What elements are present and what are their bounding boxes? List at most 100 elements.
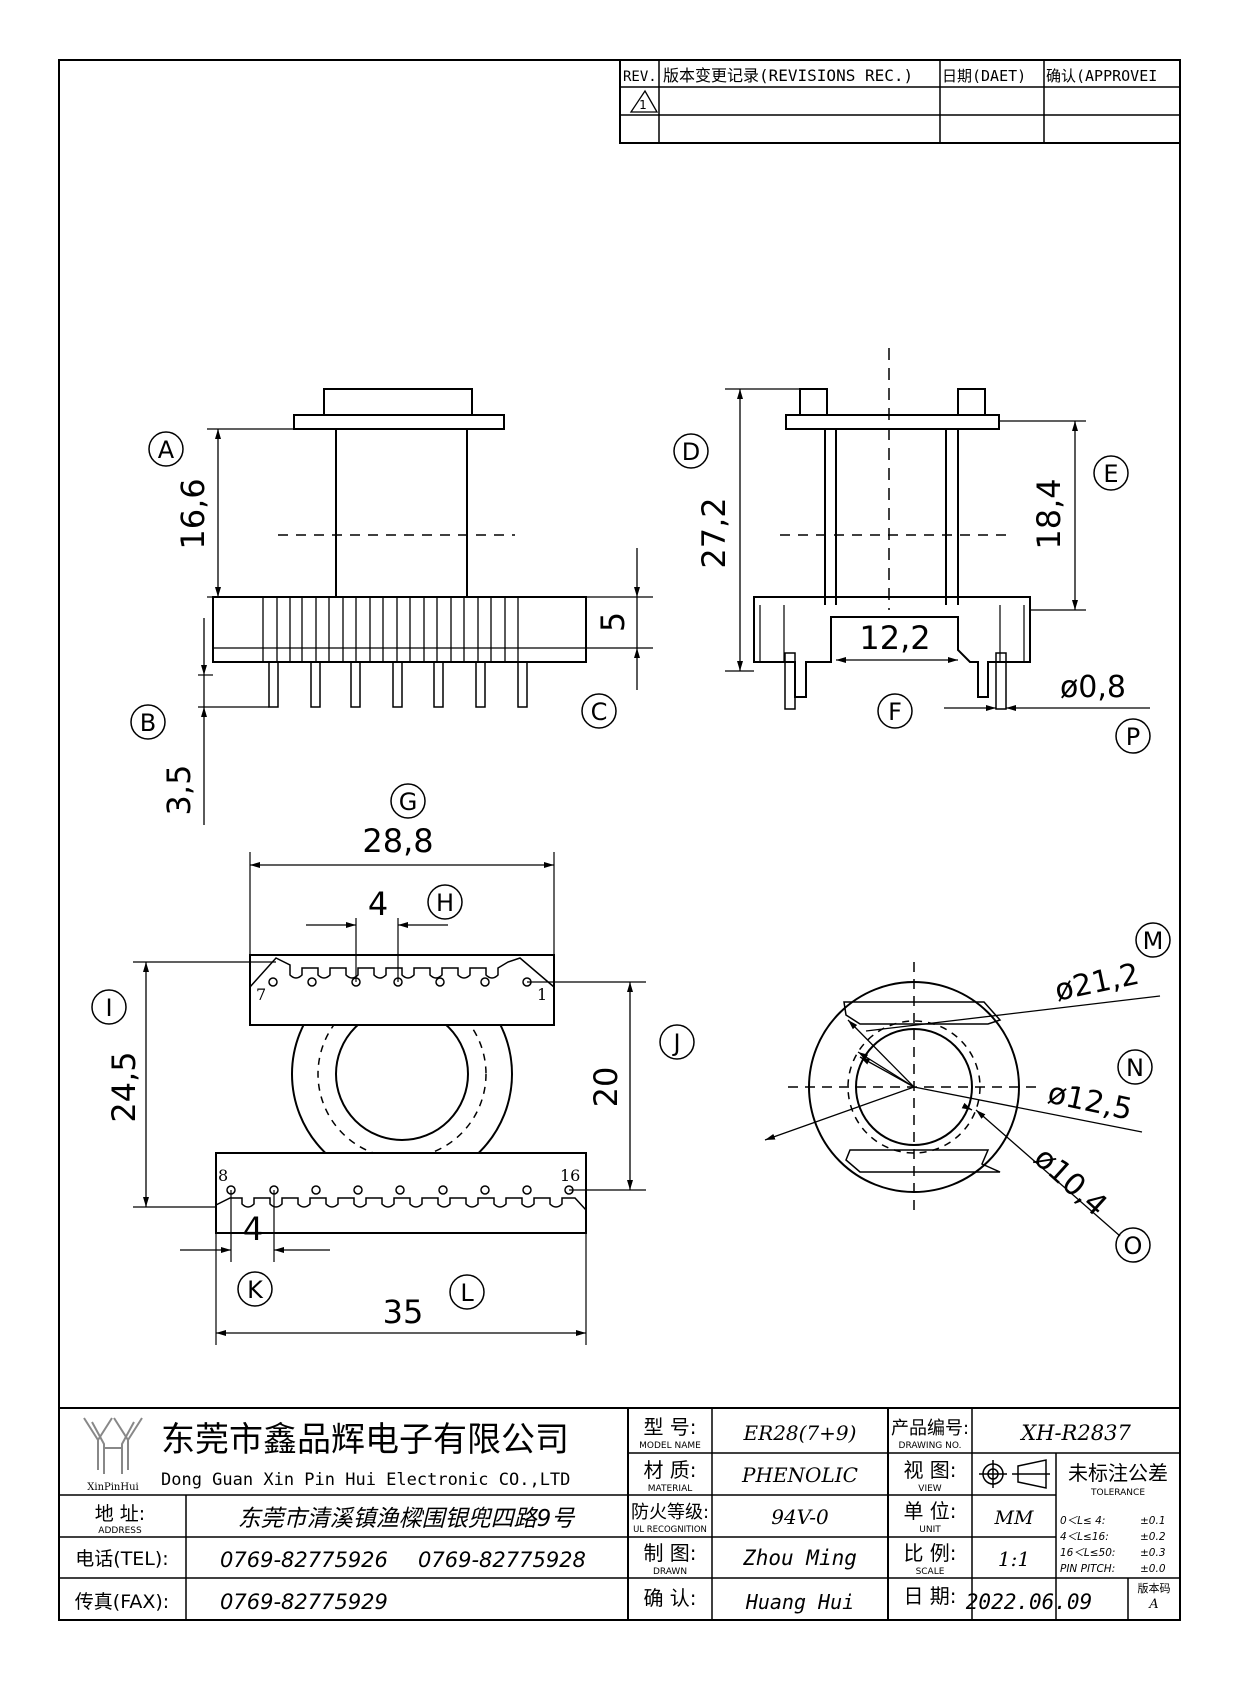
projection-symbol-icon xyxy=(979,1459,1050,1489)
unit-label-cn: 单 位: xyxy=(903,1499,956,1523)
bottom-view xyxy=(133,852,646,1345)
dim-e-letter: E xyxy=(1103,460,1118,488)
dim-c-letter: C xyxy=(591,698,608,726)
dim-i-letter: I xyxy=(105,994,112,1022)
scale-label-cn: 比 例: xyxy=(903,1541,956,1565)
dim-o: O ø10,4 xyxy=(1027,1140,1151,1263)
revision-triangle-icon: 1 xyxy=(629,89,659,113)
fax-label: 传真(FAX): xyxy=(75,1591,169,1613)
dim-m-value: ø21,2 xyxy=(1052,957,1143,1009)
dim-m-letter: M xyxy=(1143,927,1164,955)
company-name-en: Dong Guan Xin Pin Hui Electronic CO.,LTD xyxy=(161,1470,570,1490)
dim-l-value: 35 xyxy=(383,1293,424,1331)
dim-j-value: 20 xyxy=(587,1067,625,1108)
address-label-en: ADDRESS xyxy=(98,1526,142,1536)
dim-d-value: 27,2 xyxy=(695,497,733,568)
rev-header: REV. xyxy=(623,69,657,85)
unit-label-en: UNIT xyxy=(919,1525,941,1535)
dim-c-value: 5 xyxy=(594,612,632,632)
drawing-no-value: XH-R2837 xyxy=(1019,1421,1131,1445)
scale-label-en: SCALE xyxy=(916,1567,945,1577)
dim-e: E 18,4 xyxy=(1030,455,1129,550)
dim-c: C 5 xyxy=(581,612,632,729)
dim-h: H 4 xyxy=(368,884,463,923)
address-value: 东莞市清溪镇渔樑围银兜四路9号 xyxy=(238,1506,576,1532)
confirm-label-cn: 确 认: xyxy=(643,1586,696,1610)
dim-g: G 28,8 xyxy=(362,783,434,860)
dim-b: B 3,5 xyxy=(130,704,198,816)
version-label: 版本码 xyxy=(1138,1581,1171,1595)
tolerance-range-4: PIN PITCH: xyxy=(1060,1563,1115,1575)
revision-table xyxy=(619,59,1181,144)
company-logo xyxy=(83,1417,143,1474)
tel-label: 电话(TEL): xyxy=(75,1548,168,1570)
tolerance-label-cn: 未标注公差 xyxy=(1068,1461,1168,1485)
tel-2: 0769-82775928 xyxy=(418,1548,586,1572)
title-block xyxy=(58,1407,1181,1621)
dim-k: K 4 xyxy=(237,1210,273,1307)
side-view xyxy=(725,348,1150,711)
approve-header: 确认(APPROVEI xyxy=(1046,67,1157,85)
dim-b-letter: B xyxy=(140,709,156,737)
material-value: PHENOLIC xyxy=(741,1463,858,1487)
dim-n-value: ø12,5 xyxy=(1045,1076,1136,1128)
dim-e-value: 18,4 xyxy=(1030,478,1068,549)
drawing-no-label-en: DRAWING NO. xyxy=(899,1441,962,1451)
scale-value: 1:1 xyxy=(998,1547,1030,1571)
model-label-cn: 型 号: xyxy=(643,1415,696,1439)
front-view xyxy=(198,388,653,825)
top-view xyxy=(764,962,1161,1237)
date-value: 2022.06.09 xyxy=(966,1590,1092,1614)
revision-record-header: 版本变更记录(REVISIONS REC.) xyxy=(663,66,913,85)
material-label-cn: 材 质: xyxy=(643,1458,696,1482)
ul-label-cn: 防火等级: xyxy=(631,1502,709,1523)
ul-value: 94V-0 xyxy=(771,1505,829,1529)
dim-d-letter: D xyxy=(682,438,700,466)
pin-1-label: 1 xyxy=(537,985,547,1004)
unit-value: MM xyxy=(994,1507,1034,1529)
dim-l: L 35 xyxy=(383,1274,485,1331)
dim-n-letter: N xyxy=(1126,1054,1144,1082)
ul-label-en: UL RECOGNITION xyxy=(633,1525,707,1535)
pin-7-label: 7 xyxy=(256,985,266,1004)
dim-f-letter: F xyxy=(888,698,902,726)
dim-a: A 16,6 xyxy=(148,431,212,550)
tolerance-range-1: 0＜L≤ 4: xyxy=(1060,1515,1105,1527)
date-header: 日期(DAET) xyxy=(942,67,1026,85)
drawn-value: Zhou Ming xyxy=(742,1546,857,1570)
dim-k-letter: K xyxy=(247,1276,264,1304)
dim-h-value: 4 xyxy=(368,885,388,923)
dim-l-letter: L xyxy=(460,1279,474,1307)
tolerance-value-4: ±0.0 xyxy=(1140,1563,1166,1575)
dim-h-letter: H xyxy=(436,889,454,917)
dim-o-value: ø10,4 xyxy=(1027,1140,1114,1223)
dim-b-value: 3,5 xyxy=(160,765,198,816)
pin-8-label: 8 xyxy=(218,1166,228,1185)
tolerance-value-3: ±0.3 xyxy=(1140,1547,1166,1559)
fax-value: 0769-82775929 xyxy=(220,1590,388,1614)
tolerance-table: 0＜L≤ 4: ±0.1 4＜L≤16: ±0.2 16＜L≤50: ±0.3 … xyxy=(1060,1515,1166,1575)
dim-p: P ø0,8 xyxy=(1060,670,1151,754)
dim-i: I 24,5 xyxy=(91,989,143,1123)
tolerance-label-en: TOLERANCE xyxy=(1090,1488,1145,1498)
dim-p-value: ø0,8 xyxy=(1060,670,1126,705)
tolerance-range-2: 4＜L≤16: xyxy=(1060,1531,1109,1543)
dim-o-letter: O xyxy=(1124,1232,1143,1260)
dim-f: F 12,2 xyxy=(859,619,931,729)
drawn-label-en: DRAWN xyxy=(653,1567,687,1577)
drawing-border xyxy=(58,59,1181,1621)
dim-g-value: 28,8 xyxy=(362,822,433,860)
tolerance-value-1: ±0.1 xyxy=(1140,1515,1166,1527)
tel-1: 0769-82775926 xyxy=(220,1548,388,1572)
confirm-value: Huang Hui xyxy=(745,1590,854,1614)
date-label-cn: 日 期: xyxy=(903,1584,956,1608)
tolerance-range-3: 16＜L≤50: xyxy=(1060,1547,1115,1559)
dim-m: M ø21,2 xyxy=(1052,922,1171,1009)
dim-f-value: 12,2 xyxy=(859,619,930,657)
revision-row-rev: 1 xyxy=(639,98,647,112)
address-label-cn: 地 址: xyxy=(95,1503,145,1525)
dim-a-value: 16,6 xyxy=(174,478,212,549)
drawing-no-label-cn: 产品编号: xyxy=(891,1418,969,1439)
dim-j: J 20 xyxy=(587,1024,695,1108)
